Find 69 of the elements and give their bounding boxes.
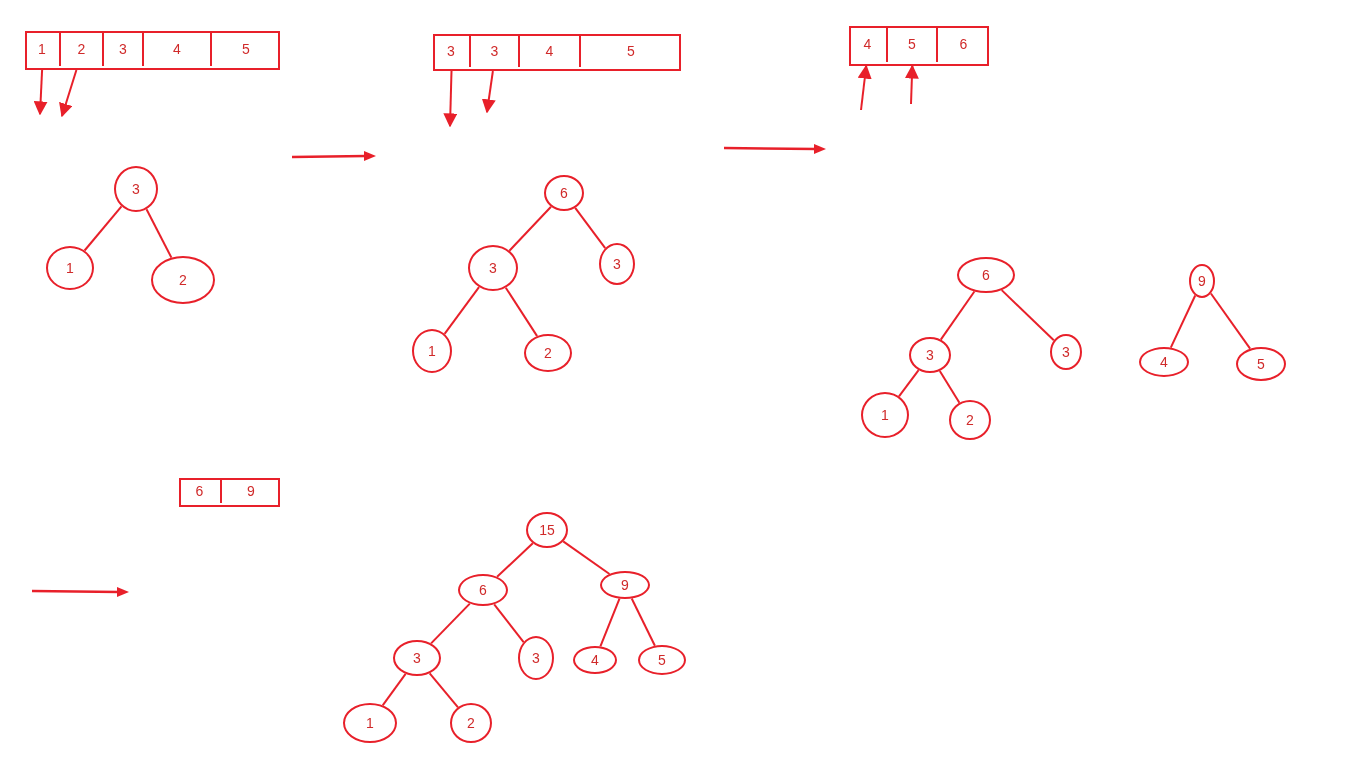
tree-edge [493, 603, 525, 644]
tree-edge [1000, 289, 1055, 342]
array-cell: 4 [520, 34, 581, 67]
arrow [33, 69, 48, 116]
array-cell: 6 [938, 26, 989, 62]
tree-node-circle: 2 [151, 256, 215, 304]
tree-edge [428, 672, 459, 709]
array-cell: 4 [849, 26, 888, 62]
tree-node-circle: 2 [949, 400, 991, 440]
array-cell: 4 [144, 31, 212, 66]
tree-node-circle: 4 [573, 646, 617, 674]
arrow [59, 69, 78, 118]
tree-node-circle: 1 [861, 392, 909, 438]
tree-edge [939, 290, 976, 341]
tree-node-circle: 3 [468, 245, 518, 291]
tree-edge [562, 540, 611, 575]
tree-edge [574, 206, 607, 250]
tree-node-circle: 2 [450, 703, 492, 743]
tree-node-circle: 1 [412, 329, 452, 373]
tree-node-circle: 3 [909, 337, 951, 373]
tree-node-circle: 5 [638, 645, 686, 675]
tree-edge [381, 672, 407, 707]
tree-node-circle: 4 [1139, 347, 1189, 377]
tree-node-circle: 9 [600, 571, 650, 599]
tree-edge [898, 369, 920, 398]
array-cell: 5 [581, 34, 681, 67]
tree-node-circle: 2 [524, 334, 572, 372]
tree-node-circle: 3 [1050, 334, 1082, 370]
tree-node-circle: 3 [393, 640, 441, 676]
tree-node-circle: 1 [46, 246, 94, 290]
tree-edge [630, 597, 656, 647]
tree-node-circle: 6 [957, 257, 1015, 293]
arrow [857, 64, 872, 111]
array-cell: 3 [471, 34, 520, 67]
tree-edge [1169, 294, 1197, 349]
array-cell: 1 [25, 31, 61, 66]
array-box [433, 34, 681, 71]
array-box [25, 31, 280, 70]
tree-edge [83, 205, 123, 252]
array-box [849, 26, 989, 66]
array-cell: 5 [212, 31, 280, 66]
tree-node-circle: 3 [599, 243, 635, 285]
array-cell: 6 [179, 478, 222, 503]
tree-node-circle: 5 [1236, 347, 1286, 381]
array-cell: 3 [104, 31, 144, 66]
tree-node-circle: 9 [1189, 264, 1215, 298]
tree-edge [599, 597, 621, 648]
tree-node-circle: 3 [518, 636, 554, 680]
tree-edge [496, 542, 534, 578]
tree-edge [938, 369, 961, 404]
tree-edge [508, 205, 552, 252]
tree-node-circle: 15 [526, 512, 568, 548]
array-cell: 5 [888, 26, 938, 62]
tree-node-circle: 3 [114, 166, 158, 212]
array-cell: 2 [61, 31, 104, 66]
tree-node-circle: 6 [544, 175, 584, 211]
tree-edge [504, 286, 539, 338]
array-cell: 9 [222, 478, 280, 503]
tree-node-circle: 1 [343, 703, 397, 743]
array-cell: 3 [433, 34, 471, 67]
tree-edge [443, 286, 480, 335]
arrow [443, 70, 458, 128]
tree-node-circle: 6 [458, 574, 508, 606]
tree-edge [1209, 292, 1252, 350]
array-box [179, 478, 280, 507]
arrow [904, 64, 919, 105]
tree-edge [430, 602, 471, 645]
arrow [481, 70, 496, 114]
tree-edge [145, 208, 173, 259]
